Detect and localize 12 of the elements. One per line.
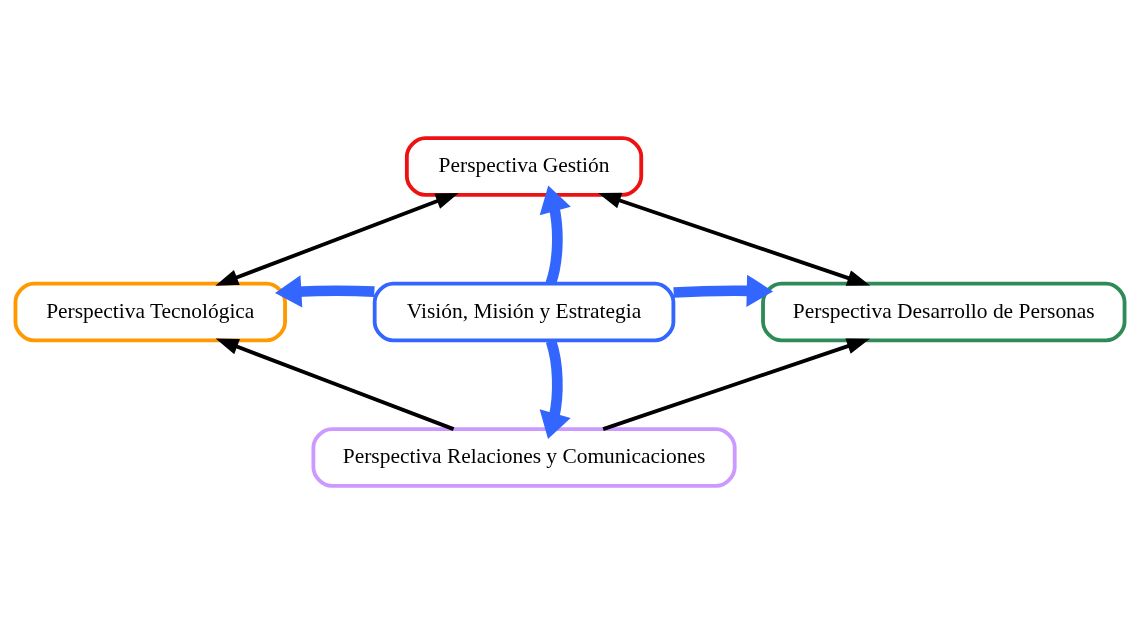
arrow [215, 337, 455, 431]
node-box: Perspectiva Desarrollo de Personas [761, 281, 1127, 342]
arrow [602, 337, 870, 431]
node-box: Perspectiva Tecnológica [13, 281, 287, 342]
arrow [215, 192, 459, 286]
arrow [275, 274, 375, 308]
arrow [673, 274, 774, 307]
arrow [539, 185, 571, 285]
node-box: Visión, Misión y Estrategia [372, 281, 676, 342]
node-box: Perspectiva Relaciones y Comunicaciones [311, 426, 737, 488]
node-box: Perspectiva Gestión [404, 135, 644, 197]
arrow [598, 192, 871, 286]
